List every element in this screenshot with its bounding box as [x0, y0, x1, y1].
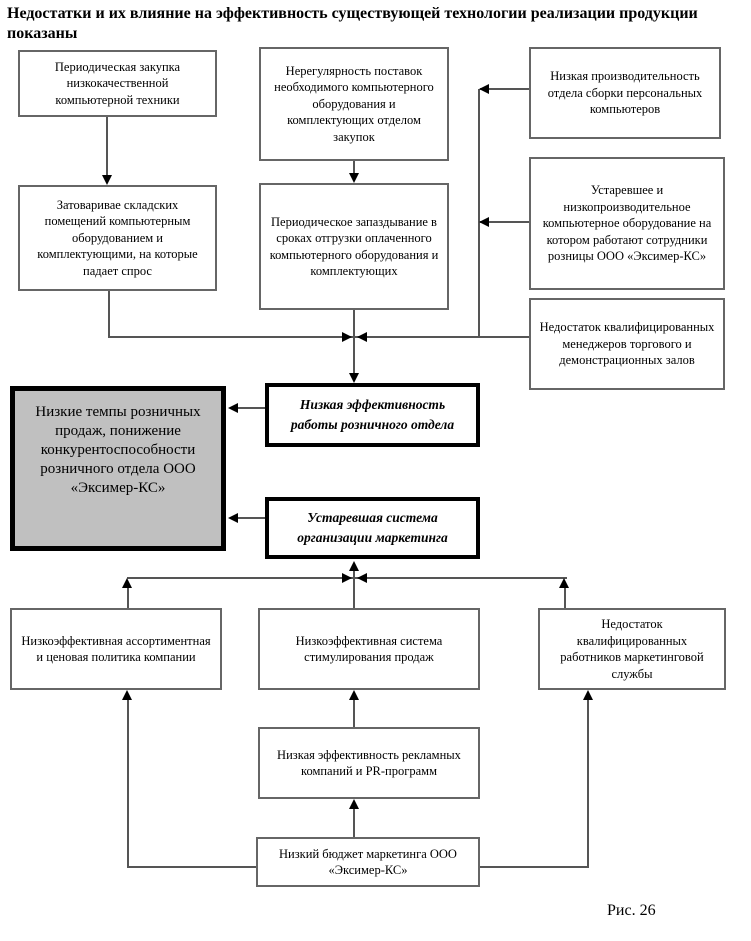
node-sales-stimulation: Низкоэффективная система стимулирования … — [258, 608, 480, 690]
connector — [480, 866, 589, 868]
node-outdated-marketing: Устаревшая система организации маркетинг… — [265, 497, 480, 559]
node-periodic-purchase: Периодическая закупка низкокачественной … — [18, 50, 217, 117]
arrowhead-up-icon — [559, 578, 569, 588]
arrowhead-right-icon — [342, 573, 352, 583]
node-lack-marketing-staff: Недостаток квалифицированных работников … — [538, 608, 726, 690]
node-low-retail-efficiency: Низкая эффективность работы розничного о… — [265, 383, 480, 447]
connector — [353, 806, 355, 837]
connector — [478, 89, 480, 338]
node-outdated-equipment: Устаревшее и низкопроизводительное компь… — [529, 157, 725, 290]
connector — [353, 310, 355, 338]
node-main-outcome: Низкие темпы розничных продаж, понижение… — [10, 386, 226, 551]
connector — [480, 88, 529, 90]
arrowhead-up-icon — [349, 561, 359, 571]
node-warehouse-overstock: Затоваривае складских помещений компьюте… — [18, 185, 217, 291]
connector — [106, 117, 108, 177]
connector — [480, 221, 529, 223]
connector — [564, 585, 566, 608]
connector — [108, 336, 529, 338]
arrowhead-up-icon — [349, 799, 359, 809]
connector — [127, 866, 256, 868]
arrowhead-left-icon — [357, 573, 367, 583]
arrowhead-down-icon — [349, 373, 359, 383]
connector — [587, 697, 589, 868]
arrowhead-down-icon — [102, 175, 112, 185]
connector — [353, 697, 355, 727]
arrowhead-up-icon — [122, 578, 132, 588]
connector — [127, 697, 129, 868]
node-irregular-supplies: Нерегулярность поставок необходимого ком… — [259, 47, 449, 161]
connector — [353, 161, 355, 175]
node-assortment-pricing: Низкоэффективная ассортиментная и ценова… — [10, 608, 222, 690]
connector — [108, 291, 110, 338]
arrowhead-left-icon — [228, 513, 238, 523]
node-ad-pr-efficiency: Низкая эффективность рекламных компаний … — [258, 727, 480, 799]
figure-caption: Рис. 26 — [607, 902, 656, 919]
node-lack-qualified-managers: Недостаток квалифицированных менеджеров … — [529, 298, 725, 390]
connector — [236, 517, 265, 519]
arrowhead-left-icon — [479, 217, 489, 227]
connector — [127, 585, 129, 608]
arrowhead-up-icon — [349, 690, 359, 700]
node-marketing-budget: Низкий бюджет маркетинга ООО «Эксимер-КС… — [256, 837, 480, 887]
node-shipping-delays: Периодическое запаздывание в сроках отгр… — [259, 183, 449, 310]
arrowhead-down-icon — [349, 173, 359, 183]
connector — [353, 567, 355, 608]
diagram-title: Недостатки и их влияние на эффективность… — [7, 5, 698, 42]
arrowhead-right-icon — [342, 332, 352, 342]
node-low-assembly-productivity: Низкая производительность отдела сборки … — [529, 47, 721, 139]
arrowhead-left-icon — [357, 332, 367, 342]
arrowhead-left-icon — [479, 84, 489, 94]
arrowhead-up-icon — [122, 690, 132, 700]
arrowhead-left-icon — [228, 403, 238, 413]
connector — [353, 338, 355, 376]
connector — [236, 407, 265, 409]
arrowhead-up-icon — [583, 690, 593, 700]
